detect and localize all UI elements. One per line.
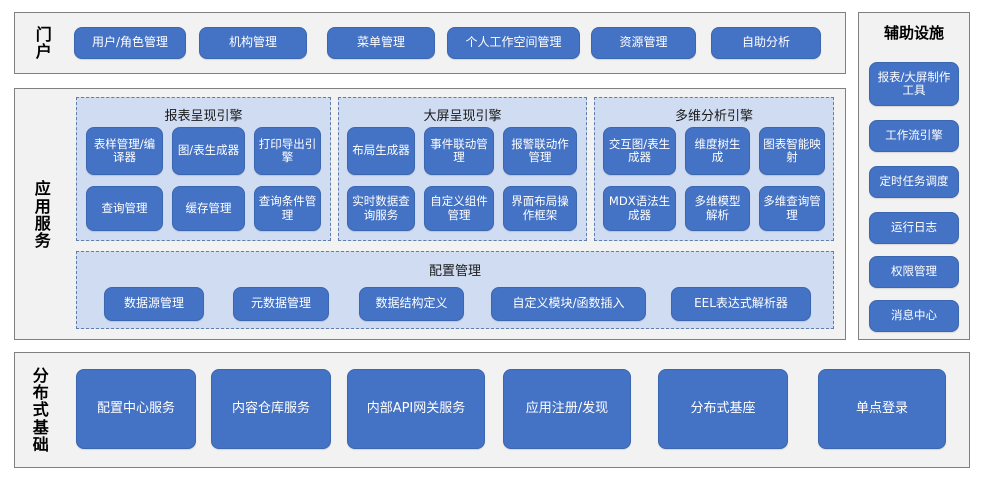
distributed-item-single-sign-on[interactable]: 单点登录	[818, 369, 946, 449]
config-management-title: 配置管理	[428, 264, 481, 279]
engine-olap-item-multidim-model-parsing[interactable]: 多维模型解析	[685, 186, 750, 231]
engine-olap-item-chart-smart-mapping[interactable]: 图表智能映射	[759, 127, 825, 175]
portal-item-user-role-management[interactable]: 用户/角色管理	[74, 27, 186, 59]
portal-item-personal-workspace-management[interactable]: 个人工作空间管理	[447, 27, 580, 59]
engine-bigscreen-item-custom-component-management[interactable]: 自定义组件管理	[424, 186, 494, 231]
distributed-item-app-registration-discovery[interactable]: 应用注册/发现	[503, 369, 631, 449]
portal-item-self-service-analysis[interactable]: 自助分析	[711, 27, 821, 59]
app-service-band-label: 应用服务	[20, 150, 66, 280]
config-item-metadata-management[interactable]: 元数据管理	[233, 287, 329, 321]
distributed-item-config-center-service[interactable]: 配置中心服务	[76, 369, 196, 449]
engine-report-item-cache-management[interactable]: 缓存管理	[172, 186, 245, 231]
engine-report-item-query-condition-management[interactable]: 查询条件管理	[254, 186, 321, 231]
engine-bigscreen-item-alarm-linkage-action-management[interactable]: 报警联动作管理	[503, 127, 577, 175]
config-item-data-structure-definition[interactable]: 数据结构定义	[359, 287, 464, 321]
engine-bigscreen-item-layout-generator[interactable]: 布局生成器	[347, 127, 415, 175]
aux-item-scheduled-task-scheduler[interactable]: 定时任务调度	[869, 166, 959, 198]
engine-olap-item-multidim-query-management[interactable]: 多维查询管理	[759, 186, 825, 231]
engine-bigscreen-item-ui-layout-operation-framework[interactable]: 界面布局操作框架	[503, 186, 577, 231]
distributed-band-label: 分布式基础	[20, 360, 62, 460]
config-item-datasource-management[interactable]: 数据源管理	[104, 287, 204, 321]
distributed-item-content-repository-service[interactable]: 内容仓库服务	[211, 369, 331, 449]
engine-bigscreen-item-event-linkage-management[interactable]: 事件联动管理	[424, 127, 494, 175]
app-service-band-label-text: 应用服务	[34, 179, 52, 251]
aux-item-runtime-log[interactable]: 运行日志	[869, 212, 959, 244]
engine-report-item-chart-table-generator[interactable]: 图/表生成器	[172, 127, 245, 175]
engine-report-item-print-export-engine[interactable]: 打印导出引擎	[254, 127, 321, 175]
portal-band-label: 门户	[22, 18, 66, 68]
portal-item-org-management[interactable]: 机构管理	[199, 27, 307, 59]
engine-olap-item-mdx-syntax-generator[interactable]: MDX语法生成器	[603, 186, 676, 231]
aux-item-permission-management[interactable]: 权限管理	[869, 256, 959, 288]
portal-item-resource-management[interactable]: 资源管理	[591, 27, 696, 59]
engine-olap-item-interactive-chart-table-generator[interactable]: 交互图/表生成器	[603, 127, 676, 175]
engine-group-olap-title: 多维分析引擎	[674, 109, 753, 124]
distributed-band-label-text: 分布式基础	[32, 365, 50, 454]
distributed-item-distributed-base[interactable]: 分布式基座	[658, 369, 788, 449]
engine-bigscreen-item-realtime-data-query-service[interactable]: 实时数据查询服务	[347, 186, 415, 231]
engine-report-item-query-management[interactable]: 查询管理	[86, 186, 163, 231]
config-item-eel-expression-parser[interactable]: EEL表达式解析器	[671, 287, 811, 321]
engine-group-bigscreen-title: 大屏呈现引擎	[423, 109, 502, 124]
aux-item-workflow-engine[interactable]: 工作流引擎	[869, 120, 959, 152]
engine-report-item-template-manager-compiler[interactable]: 表样管理/编译器	[86, 127, 163, 175]
aux-panel-title: 辅助设施	[883, 24, 944, 42]
config-item-custom-module-function-insertion[interactable]: 自定义模块/函数插入	[491, 287, 646, 321]
aux-item-report-bigscreen-authoring-tool[interactable]: 报表/大屏制作工具	[869, 62, 959, 106]
distributed-item-internal-api-gateway-service[interactable]: 内部API网关服务	[347, 369, 485, 449]
aux-item-message-center[interactable]: 消息中心	[869, 300, 959, 332]
engine-group-report-title: 报表呈现引擎	[164, 109, 243, 124]
engine-olap-item-dimension-tree-generation[interactable]: 维度树生成	[685, 127, 750, 175]
portal-item-menu-management[interactable]: 菜单管理	[327, 27, 435, 59]
portal-band-label-text: 门户	[35, 24, 53, 61]
